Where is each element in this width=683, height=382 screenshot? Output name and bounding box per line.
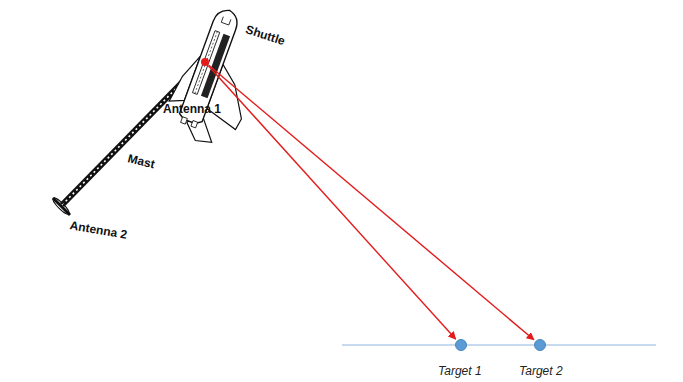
part-label: Antenna 1 — [163, 102, 221, 116]
target-label: Target 2 — [519, 364, 563, 378]
signal-ray — [209, 65, 534, 340]
target-label: Target 1 — [438, 364, 482, 378]
ground-line — [342, 344, 656, 345]
part-label: Shuttle — [244, 22, 287, 48]
antenna-2-plate — [51, 196, 71, 216]
part-label: Mast — [126, 151, 156, 171]
part-label: Antenna 2 — [69, 218, 129, 242]
target-circle: Target 2 — [534, 339, 546, 351]
target-circle: Target 1 — [455, 339, 467, 351]
signal-ray — [208, 66, 455, 339]
antenna-1-point: Antenna 1 — [201, 58, 209, 66]
shuttle-body — [160, 2, 275, 153]
